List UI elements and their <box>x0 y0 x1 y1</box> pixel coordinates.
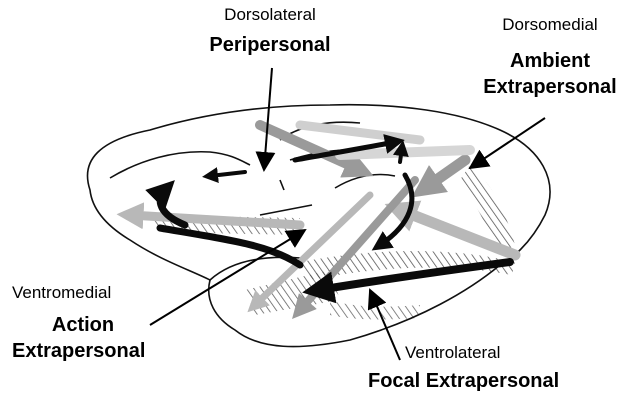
peripersonal-label: Peripersonal <box>195 34 345 56</box>
ventromedial-region-label: Ventromedial <box>12 284 111 303</box>
dorsolateral-pointer <box>264 68 272 170</box>
focal-extrapersonal-label: Focal Extrapersonal <box>368 370 559 392</box>
hatched-regions <box>150 165 515 319</box>
dorsomedial-region-label: Dorsomedial <box>490 16 610 35</box>
action-label: Action <box>18 314 148 336</box>
ambient-extrapersonal-label: Extrapersonal <box>478 76 622 98</box>
dorsolateral-region-label: Dorsolateral <box>205 6 335 25</box>
ambient-label: Ambient <box>478 50 622 72</box>
action-extrapersonal-label: Extrapersonal <box>12 340 145 362</box>
ventrolateral-region-label: Ventrolateral <box>405 344 500 363</box>
dorsomedial-pointer <box>470 118 545 168</box>
